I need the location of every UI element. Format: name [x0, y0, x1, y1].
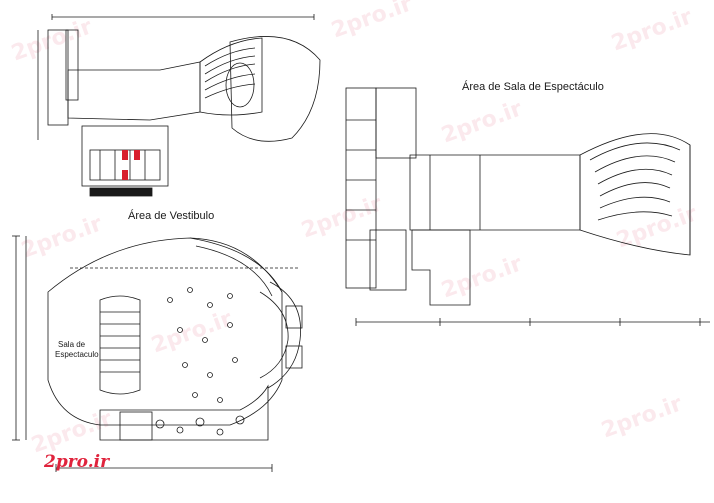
sala-title: Área de Sala de Espectáculo — [462, 81, 604, 93]
plan-vestibulo — [12, 235, 303, 472]
highlight-block — [134, 150, 140, 160]
sala-small-label-line1: Sala de — [58, 340, 86, 349]
plan-sala-espectaculo — [345, 87, 710, 326]
vestibulo-title: Área de Vestibulo — [128, 210, 215, 222]
brand-logo: 2pro.ir — [44, 452, 110, 472]
highlight-block — [122, 150, 128, 160]
sala-small-label-line2: Espectaculo — [55, 350, 99, 359]
plan-overview — [37, 14, 321, 197]
highlight-block — [122, 170, 128, 180]
